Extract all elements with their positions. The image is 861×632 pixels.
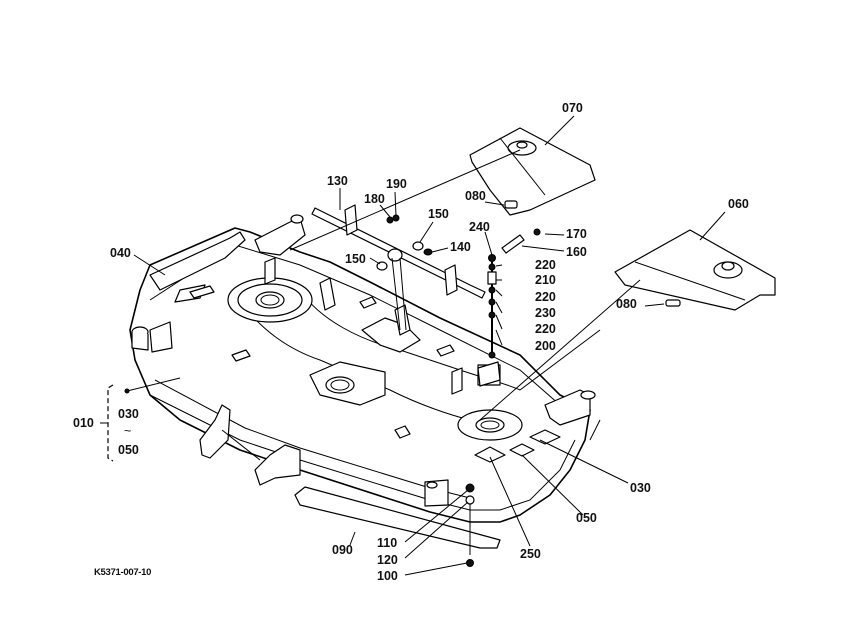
left-front-pivot: [131, 321, 173, 353]
part-label-220-a[interactable]: 220: [535, 258, 556, 272]
part-label-010[interactable]: 010: [73, 416, 94, 430]
range-bracket: [107, 384, 114, 462]
part-label-180[interactable]: 180: [364, 192, 385, 206]
part-label-120[interactable]: 120: [377, 553, 398, 567]
part-label-190[interactable]: 190: [386, 177, 407, 191]
baffle-090: [294, 486, 501, 549]
right-rear-pivot: [544, 389, 596, 426]
part-label-150-lower[interactable]: 150: [345, 252, 366, 266]
range-tilde: ~: [124, 424, 132, 438]
right-spindle: [457, 409, 523, 441]
part-label-070[interactable]: 070: [562, 101, 583, 115]
pad-080-right: [665, 299, 681, 307]
center-spindle: [309, 361, 386, 406]
drawing-code: K5371-007-10: [94, 567, 152, 578]
part-label-050[interactable]: 050: [576, 511, 597, 525]
part-label-220-c[interactable]: 220: [535, 322, 556, 336]
part-label-110[interactable]: 110: [377, 536, 398, 550]
part-label-230[interactable]: 230: [535, 306, 556, 320]
bolt-stack: [487, 254, 497, 359]
part-label-100[interactable]: 100: [377, 569, 398, 583]
part-label-140[interactable]: 140: [450, 240, 471, 254]
part-label-250[interactable]: 250: [520, 547, 541, 561]
deck-vents: [474, 429, 561, 463]
left-spindle: [227, 277, 313, 323]
rear-bracket: [254, 214, 306, 256]
hardware-pieces: [376, 214, 541, 271]
part-label-080-right[interactable]: 080: [616, 297, 637, 311]
part-label-050-range-end[interactable]: 050: [118, 443, 139, 457]
part-label-080-upper[interactable]: 080: [465, 189, 486, 203]
part-label-170[interactable]: 170: [566, 227, 587, 241]
rear-block: [477, 361, 501, 387]
lift-rod-assembly: [311, 204, 486, 331]
part-label-220-b[interactable]: 220: [535, 290, 556, 304]
part-label-130[interactable]: 130: [327, 174, 348, 188]
pad-080-top: [504, 200, 518, 209]
part-label-060[interactable]: 060: [728, 197, 749, 211]
part-label-090[interactable]: 090: [332, 543, 353, 557]
baffle-hardware: [424, 479, 475, 567]
part-label-200[interactable]: 200: [535, 339, 556, 353]
part-label-160[interactable]: 160: [566, 245, 587, 259]
part-label-210[interactable]: 210: [535, 273, 556, 287]
part-label-030[interactable]: 030: [630, 481, 651, 495]
front-hitch-brackets: [199, 404, 301, 486]
cover-070: [469, 127, 596, 216]
leader-lines: [100, 115, 726, 576]
cover-060: [614, 229, 776, 311]
part-label-240[interactable]: 240: [469, 220, 490, 234]
part-label-040[interactable]: 040: [110, 246, 131, 260]
part-label-150-upper[interactable]: 150: [428, 207, 449, 221]
part-label-030-range-start[interactable]: 030: [118, 407, 139, 421]
